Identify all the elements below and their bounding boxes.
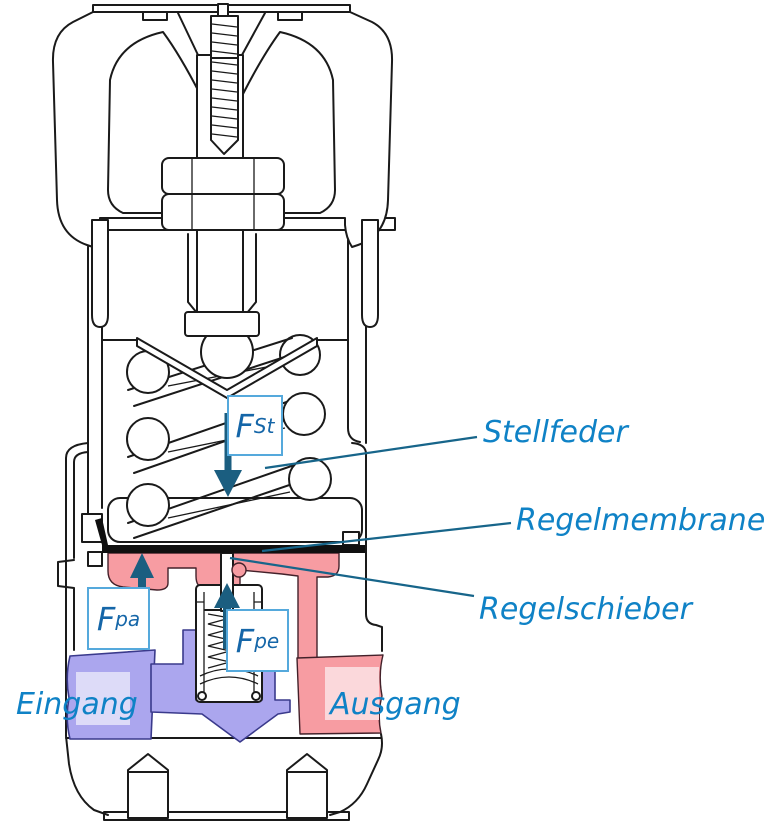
label-regelschieber: Regelschieber	[479, 592, 692, 627]
base-post-right	[286, 753, 328, 819]
hex-nut-upper	[161, 157, 285, 195]
handle-notches	[142, 11, 303, 21]
left-ear	[57, 559, 75, 651]
inlet-label-pad	[76, 672, 130, 725]
leader-stellfeder	[264, 435, 478, 470]
hex-nut-lower	[161, 193, 285, 231]
label-ausgang: Ausgang	[330, 687, 461, 722]
slide-collar	[231, 562, 247, 578]
force-symbol: F	[235, 406, 254, 445]
thread-lines	[211, 23, 238, 138]
leader-lines	[229, 435, 512, 598]
base-post-left	[127, 753, 169, 819]
force-subscript: St	[253, 413, 275, 438]
leader-regelschieber	[229, 556, 475, 598]
leader-regelmembrane	[261, 521, 512, 553]
force-subscript: pa	[115, 606, 141, 631]
spring-pusher-foot	[184, 311, 260, 337]
force-symbol: F	[235, 621, 255, 660]
spring-seat-plate	[107, 497, 363, 543]
label-stellfeder: Stellfeder	[483, 415, 628, 450]
handle-leg-left	[91, 219, 109, 328]
base-plate	[103, 811, 350, 821]
outlet-label-pad	[325, 667, 379, 720]
force-subscript: pe	[254, 628, 280, 653]
label-regelmembrane: Regelmembrane	[516, 503, 766, 538]
right-clamp	[342, 531, 360, 546]
adjusting-screw	[161, 3, 285, 337]
label-eingang: Eingang	[16, 687, 138, 722]
force-symbol: F	[96, 599, 116, 638]
handle-leg-right	[361, 219, 379, 328]
left-wall-notch	[87, 551, 103, 567]
control-diaphragm	[95, 518, 365, 553]
